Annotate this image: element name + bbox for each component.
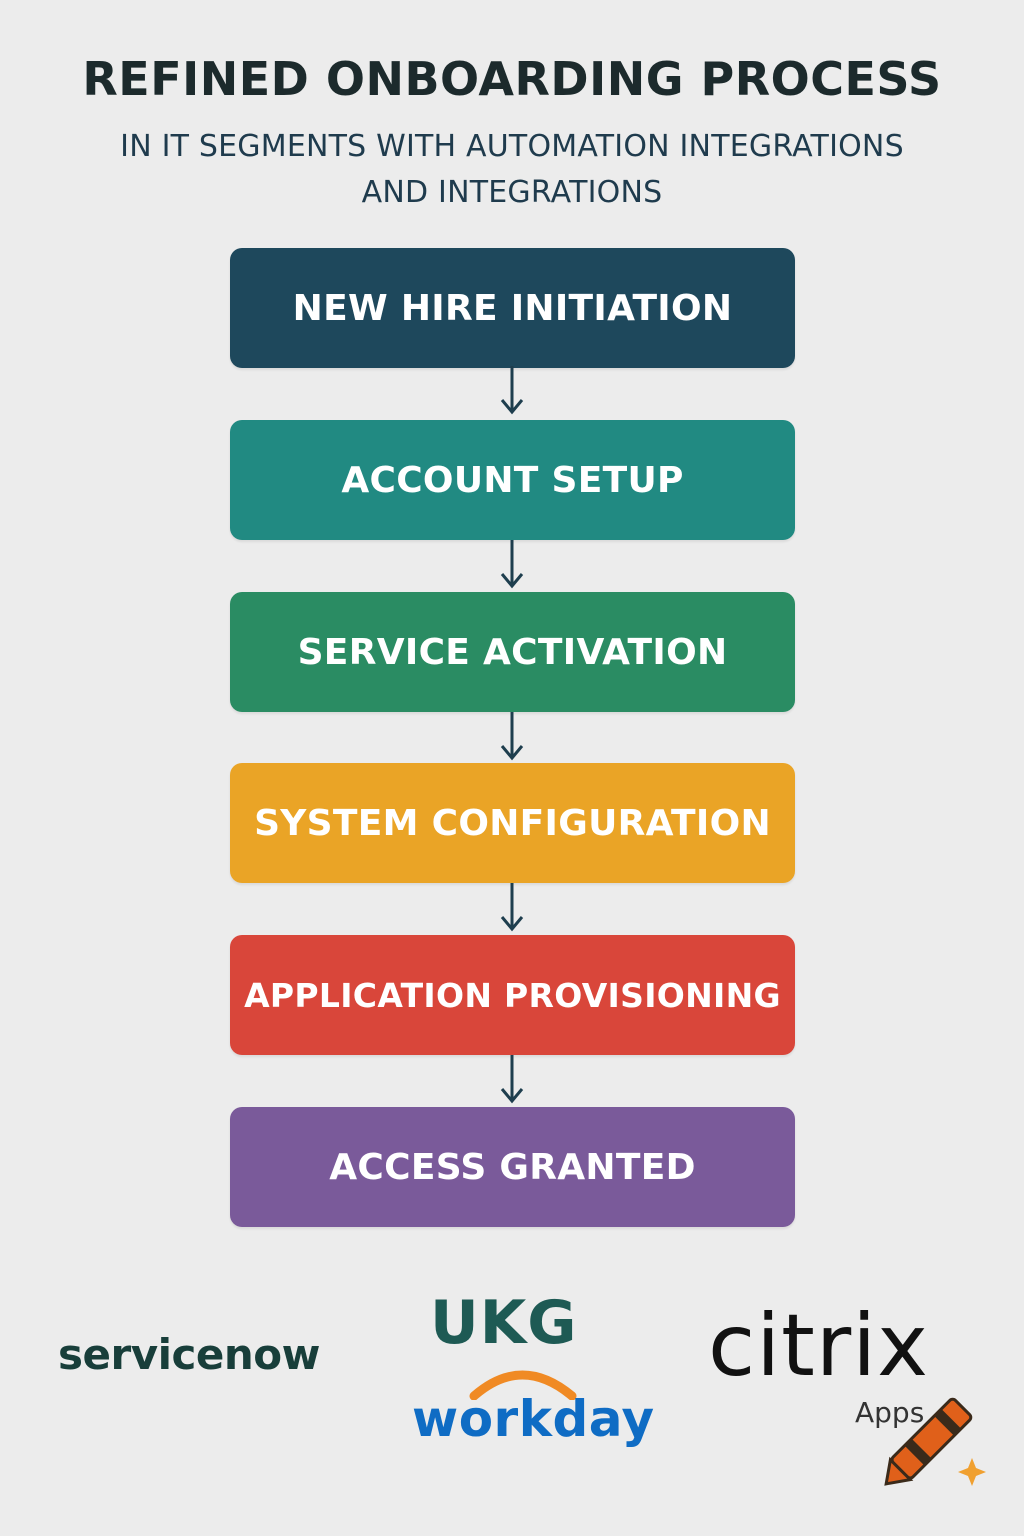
step-application-provisioning: APPLICATION PROVISIONING <box>230 935 795 1055</box>
subtitle-line-1: IN IT SEGMENTS WITH AUTOMATION INTEGRATI… <box>120 129 904 164</box>
step-system-configuration: SYSTEM CONFIGURATION <box>230 763 795 883</box>
step-account-setup: ACCOUNT SETUP <box>230 420 795 540</box>
page-subtitle: IN IT SEGMENTS WITH AUTOMATION INTEGRATI… <box>60 124 964 216</box>
arrow-down-icon <box>500 1055 524 1104</box>
arrow-down-icon <box>500 883 524 932</box>
workday-logo: workday <box>412 1360 654 1460</box>
workday-arc-icon <box>469 1370 577 1400</box>
sparkle-icon <box>958 1458 986 1486</box>
step-access-granted: ACCESS GRANTED <box>230 1107 795 1227</box>
servicenow-logo: servicenow <box>58 1330 320 1379</box>
arrow-down-icon <box>500 366 524 415</box>
step-service-activation: SERVICE ACTIVATION <box>230 592 795 712</box>
workday-logo-text: workday <box>412 1390 655 1448</box>
arrow-down-icon <box>500 540 524 589</box>
arrow-down-icon <box>500 712 524 761</box>
ukg-logo-text: UKG <box>430 1288 578 1358</box>
step-new-hire-initiation: NEW HIRE INITIATION <box>230 248 795 368</box>
crayon-icon <box>884 1397 986 1486</box>
citrix-apps-label: Apps <box>855 1396 925 1429</box>
citrix-logo: citrix <box>708 1296 930 1396</box>
subtitle-line-2: AND INTEGRATIONS <box>361 175 663 210</box>
ukg-logo: UKG <box>430 1288 600 1358</box>
page-title: REFINED ONBOARDING PROCESS <box>82 52 942 106</box>
